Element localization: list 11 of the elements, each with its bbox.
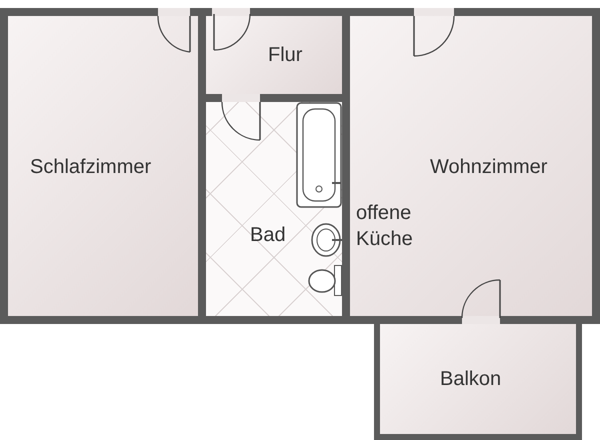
room-label: Flur [268,43,302,68]
room-label: offene Küche [356,201,414,252]
room [374,324,582,440]
room-label: Wohnzimmer [430,155,548,180]
room [0,8,206,324]
room-label: Balkon [440,367,502,392]
room [206,8,342,94]
room [342,8,600,324]
room-label: Bad [250,223,286,248]
room-label: Schlafzimmer [30,155,152,180]
room [206,94,342,324]
